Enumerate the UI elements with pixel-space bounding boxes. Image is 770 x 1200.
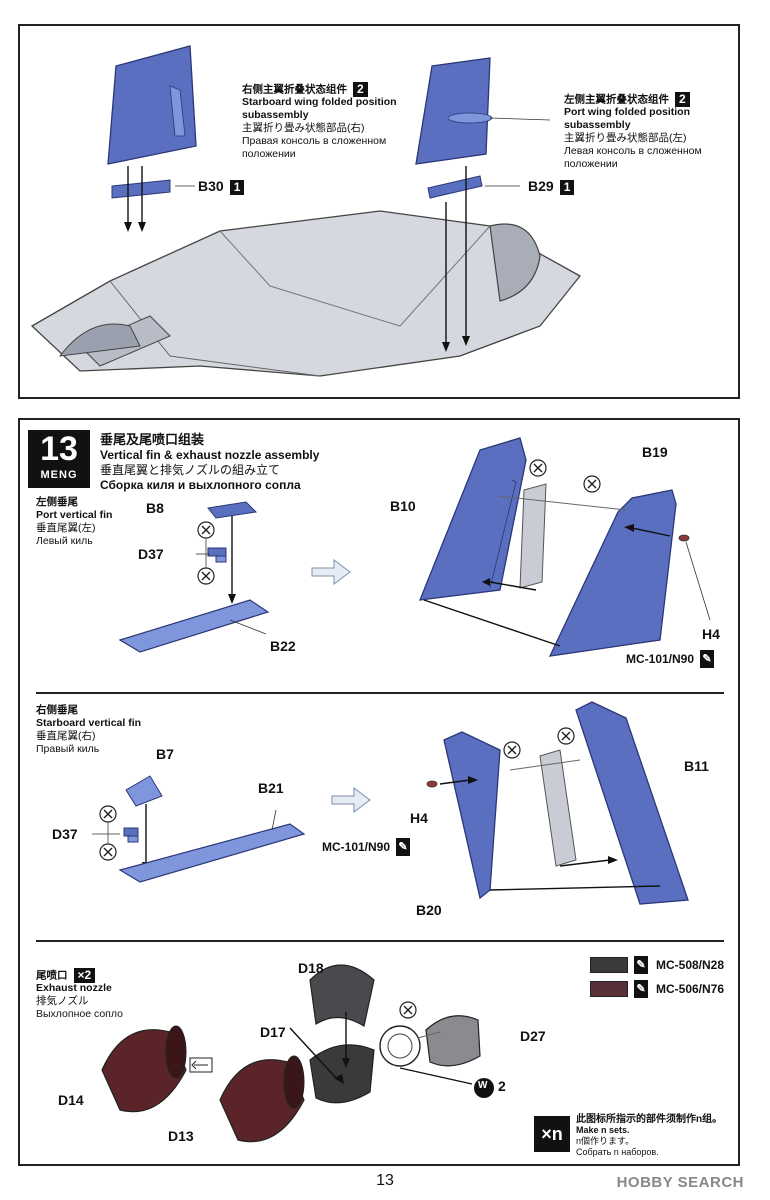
port-title-ru: Левая консоль в сложенном: [564, 145, 702, 157]
xn-cn: 此图标所指示的部件须制作n组。: [576, 1114, 723, 1125]
part-d13-label: D13: [168, 1128, 194, 1144]
aircraft-illustration: [30, 45, 581, 377]
part-d27-label: D27: [520, 1028, 546, 1044]
subassembly-number: 2: [353, 82, 368, 97]
step-number: 13: [40, 430, 78, 468]
part-d14-label: D14: [58, 1092, 84, 1108]
xn-en: Make n sets.: [576, 1125, 630, 1135]
port-fin-en: Port vertical fin: [36, 509, 113, 521]
quantity-badge: ×2: [73, 968, 96, 983]
part-h4-label: H4: [702, 626, 720, 642]
xn-ru: Собрать n наборов.: [576, 1147, 659, 1157]
port-title-en-2: subassembly: [564, 119, 631, 131]
part-d37-label: D37: [52, 826, 78, 842]
nozzle-ru: Выхлопное сопло: [36, 1008, 123, 1020]
starboard-title-en: Starboard wing folded position: [242, 96, 397, 108]
starboard-title-ru: Правая консоль в сложенном: [242, 135, 387, 147]
subassembly-number: 2: [675, 92, 690, 107]
port-title-jp: 主翼折り畳み状態部品(左): [564, 132, 687, 144]
port-fin-cn: 左侧垂尾: [36, 496, 78, 508]
part-b21-label: B21: [258, 780, 284, 796]
stbd-fin-cn: 右侧垂尾: [36, 704, 78, 716]
step-title-jp: 垂直尾翼と排気ノズルの組み立て: [100, 463, 281, 477]
stbd-fin-ru: Правый киль: [36, 743, 100, 755]
paint-callout: MC-101/N90✎: [626, 650, 722, 668]
step-13-illustration: [92, 437, 711, 1143]
step-title-ru: Сборка киля и выхлопного сопла: [100, 478, 301, 492]
part-h4-label: H4: [410, 810, 428, 826]
step-13-panel: 13 MENG 垂尾及尾喷口组装 Vertical fin & exhaust …: [18, 418, 740, 1166]
brush-icon: ✎: [700, 650, 715, 668]
stbd-fin-jp: 垂直尾翼(右): [36, 730, 96, 742]
brush-icon: ✎: [396, 838, 411, 856]
starboard-title-en-2: subassembly: [242, 109, 309, 121]
step-number-badge: 13 MENG: [28, 430, 90, 488]
part-d37-label: D37: [138, 546, 164, 562]
port-fin-jp: 垂直尾翼(左): [36, 522, 96, 534]
divider: [36, 940, 724, 942]
paint-legend-item: ✎ MC-506/N76: [590, 980, 724, 998]
page-number: 13: [376, 1172, 394, 1189]
port-fin-ru: Левый киль: [36, 535, 93, 547]
part-d17-label: D17: [260, 1024, 286, 1040]
part-b20-label: B20: [416, 902, 442, 918]
w-marker: W: [478, 1080, 488, 1091]
nozzle-jp: 排気ノズル: [36, 995, 89, 1007]
xn-icon: ×n: [534, 1116, 570, 1152]
nozzle-en: Exhaust nozzle: [36, 982, 112, 994]
part-b19-label: B19: [642, 444, 668, 460]
part-b8-label: B8: [146, 500, 164, 516]
part-b11-label: B11: [684, 758, 709, 774]
color-swatch: [590, 957, 628, 973]
part-b22-label: B22: [270, 638, 296, 654]
brand-logo: MENG: [40, 469, 78, 481]
paint-callout: MC-101/N90✎: [322, 838, 418, 856]
port-title-en: Port wing folded position: [564, 106, 690, 118]
watermark: HOBBY SEARCH: [616, 1174, 744, 1191]
step-title-cn: 垂尾及尾喷口组装: [100, 432, 205, 447]
nozzle-cn: 尾喷口×2: [36, 968, 96, 983]
brush-icon: ✎: [634, 980, 648, 998]
part-d18-label: D18: [298, 960, 324, 976]
xn-jp: n個作ります。: [576, 1136, 635, 1146]
brush-icon: ✎: [634, 956, 648, 974]
stbd-fin-en: Starboard vertical fin: [36, 717, 142, 729]
part-b7-label: B7: [156, 746, 174, 762]
color-swatch: [590, 981, 628, 997]
w-count: 2: [498, 1078, 506, 1094]
divider: [36, 692, 724, 694]
port-title-ru-2: положении: [564, 158, 618, 170]
paint-legend-item: ✎ MC-508/N28: [590, 956, 724, 974]
step-title-en: Vertical fin & exhaust nozzle assembly: [100, 448, 320, 462]
starboard-title-ru-2: положении: [242, 148, 296, 160]
part-b10-label: B10: [390, 498, 416, 514]
starboard-title-jp: 主翼折り畳み状態部品(右): [242, 122, 365, 134]
